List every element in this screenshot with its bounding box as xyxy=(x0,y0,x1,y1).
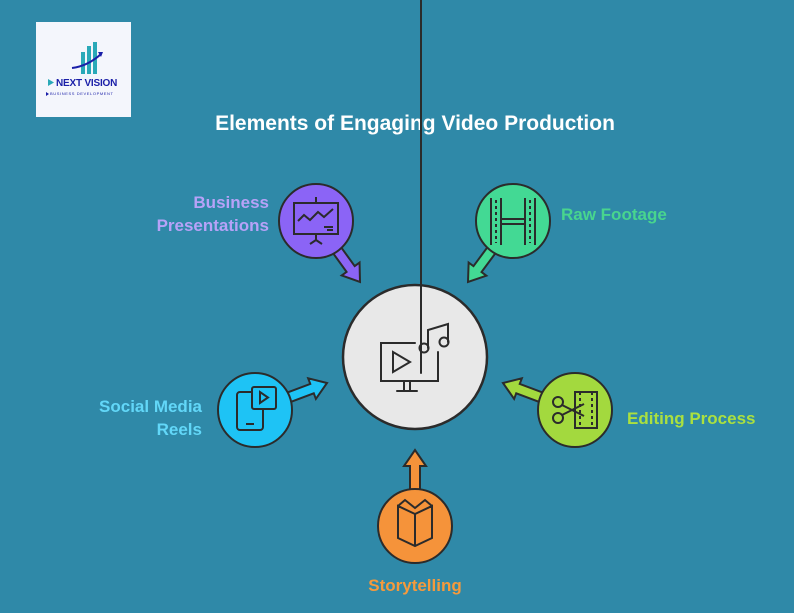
logo-chart-icon xyxy=(46,42,103,96)
center-node xyxy=(341,283,489,431)
film-strip-icon xyxy=(490,198,536,245)
element-node xyxy=(278,183,354,259)
label-editing-process: Editing Process xyxy=(627,409,756,428)
logo-name: NEXT VISION xyxy=(56,78,118,89)
label-social-media-reels: Social Media Reels xyxy=(99,395,202,441)
label-line: Social Media xyxy=(99,397,202,416)
label-business-presentations: Business Presentations xyxy=(157,191,269,237)
element-node xyxy=(475,183,551,259)
video-music-monitor-icon xyxy=(380,0,450,392)
logo: NEXT VISION BUSINESS DEVELOPMENT xyxy=(36,22,131,117)
label-line: Business xyxy=(193,193,269,212)
open-book-icon xyxy=(397,498,433,548)
mobile-video-icon xyxy=(236,386,277,431)
label-raw-footage: Raw Footage xyxy=(561,205,667,224)
page-title: Elements of Engaging Video Production xyxy=(215,112,615,135)
label-line: Reels xyxy=(156,420,202,439)
label-line: Presentations xyxy=(156,216,269,235)
logo-subtitle: BUSINESS DEVELOPMENT xyxy=(50,91,114,96)
scissors-film-icon xyxy=(552,391,598,429)
presentation-board-icon xyxy=(293,197,339,245)
label-storytelling: Storytelling xyxy=(368,576,462,595)
